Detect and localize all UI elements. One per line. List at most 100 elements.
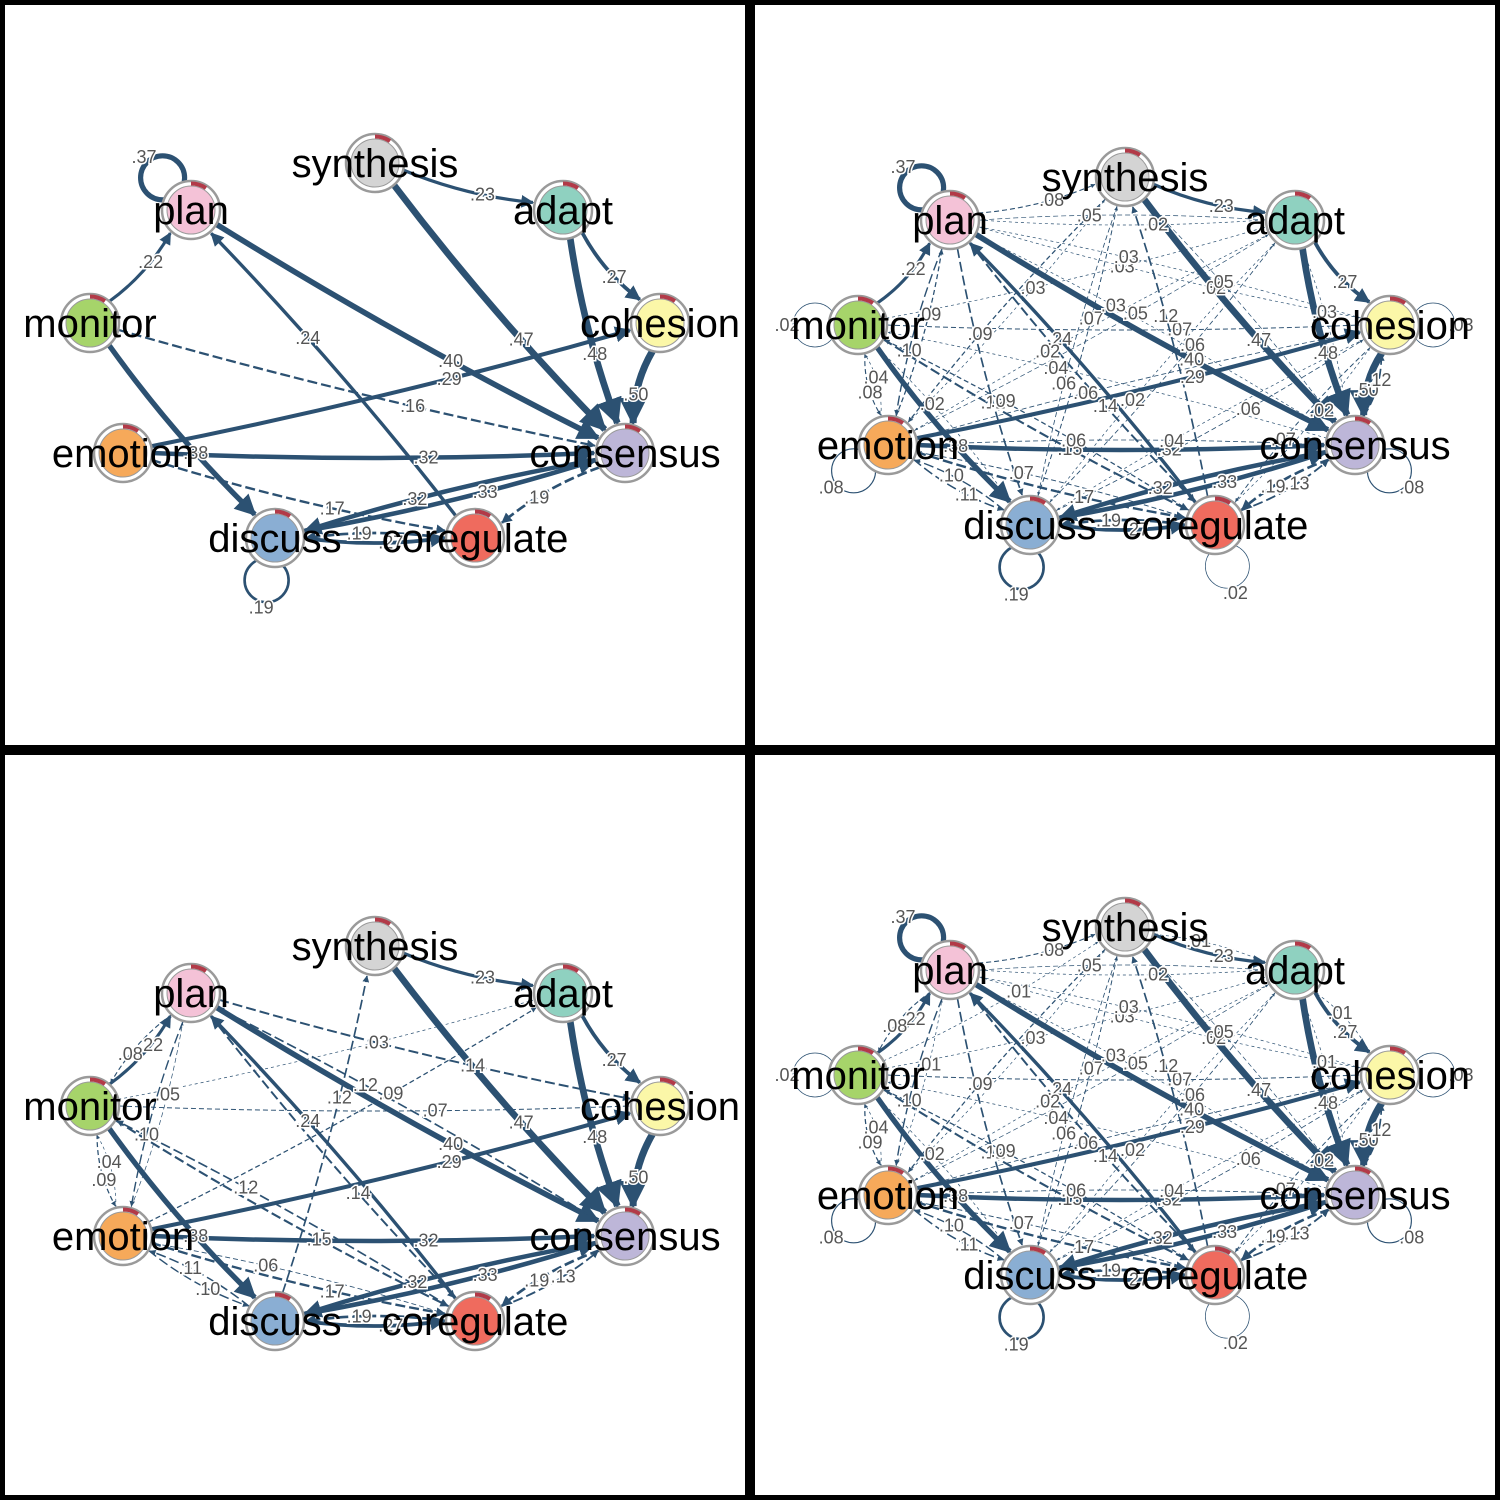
edge-weight-label: .08	[1039, 940, 1064, 960]
edge-weight-label: .22	[901, 1009, 926, 1029]
edge-weight-label: .04	[1043, 1108, 1068, 1128]
edge-plan-to-monitor	[110, 1014, 173, 1084]
node-monitor: monitor	[23, 1075, 157, 1137]
edge-weight-label: .32	[1148, 1228, 1173, 1248]
node-label-discuss: discuss	[208, 517, 341, 561]
node-cohesion: cohesion	[1310, 1044, 1470, 1106]
edge-monitor-to-discuss	[874, 345, 1012, 504]
edge-coregulate-to-discuss	[1059, 518, 1187, 529]
node-label-synthesis: synthesis	[292, 142, 459, 186]
edge-weight-label: .04	[863, 1117, 888, 1137]
edge-weight-label: .15	[1057, 1189, 1082, 1209]
edge-cohesion-to-coregulate	[1235, 1096, 1372, 1253]
edge-emotion-to-cohesion	[150, 1109, 632, 1232]
edge-emotion-to-cohesion	[150, 326, 632, 449]
network-graph: .23.27.48.50.47.40.22.24.33.29.32.32.19.…	[773, 146, 1475, 606]
edge-weight-label: .29	[437, 369, 462, 389]
edge-weight-label: .23	[470, 968, 495, 988]
self-loop-weight-label: .03	[1448, 1065, 1473, 1085]
edge-weight-label: .09	[857, 1133, 882, 1153]
node-plan: plan	[912, 939, 988, 1001]
edge-monitor-to-emotion	[864, 1103, 882, 1166]
edge-weight-label: .47	[509, 1113, 534, 1133]
edge-consensus-to-coregulate	[1241, 458, 1331, 511]
edge-weight-label: .27	[1124, 520, 1149, 540]
edge-weight-label: .40	[1179, 1100, 1204, 1120]
edge-coregulate-to-synthesis	[1131, 206, 1209, 498]
node-label-monitor: monitor	[23, 302, 156, 346]
edge-weight-label: .02	[1143, 965, 1168, 985]
edge-weight-label: .04	[1159, 431, 1184, 451]
node-label-adapt: adapt	[513, 189, 613, 233]
edge-cohesion-to-emotion	[917, 331, 1362, 439]
node-monitor: monitor	[791, 1044, 925, 1106]
edge-coregulate-to-plan	[210, 232, 458, 518]
node-label-discuss: discuss	[963, 1254, 1096, 1298]
edge-discuss-to-cohesion	[1055, 339, 1364, 512]
edge-coregulate-to-plan	[210, 1015, 458, 1301]
node-label-coregulate: coregulate	[382, 517, 569, 561]
edge-discuss-to-consensus	[302, 456, 597, 534]
edge-adapt-to-consensus	[1299, 247, 1351, 418]
edge-emotion-to-discuss	[147, 1249, 249, 1307]
edge-weight-label: .32	[413, 448, 438, 468]
edge-monitor-to-synthesis	[883, 941, 1099, 1062]
edge-weight-label: .09	[991, 1141, 1016, 1161]
edge-plan-to-consensus	[214, 1004, 601, 1224]
edge-consensus-to-coregulate	[1241, 1208, 1331, 1261]
network-panel-top-right: .23.27.48.50.47.40.22.24.33.29.32.32.19.…	[755, 5, 1495, 745]
node-label-consensus: consensus	[529, 1215, 720, 1259]
edge-emotion-to-consensus	[151, 444, 596, 463]
edge-weight-label: .19	[524, 1271, 549, 1291]
edge-weight-label: .24	[1047, 329, 1072, 349]
network-panel-top-left: .23.27.48.50.47.40.22.24.33.29.16.32.32.…	[5, 5, 745, 745]
edge-weight-label: .02	[920, 1144, 945, 1164]
edge-weight-label: .02	[1143, 215, 1168, 235]
edge-weight-label: .29	[437, 1152, 462, 1172]
edge-weight-label: .06	[1061, 1180, 1086, 1200]
edge-coregulate-to-plan	[969, 242, 1198, 505]
edge-coregulate-to-emotion	[917, 451, 1187, 519]
node-label-plan: plan	[912, 949, 988, 993]
edge-plan-to-synthesis	[978, 933, 1096, 964]
edge-weight-label: .05	[1209, 272, 1234, 292]
edge-weight-label: .07	[1167, 1070, 1192, 1090]
node-label-cohesion: cohesion	[1310, 1054, 1470, 1098]
edge-consensus-to-discuss	[1058, 449, 1328, 522]
edge-weight-label: .38	[943, 436, 968, 456]
self-loop-weight-label: .37	[131, 147, 156, 167]
edge-weight-label: .02	[1309, 1150, 1334, 1170]
edge-weight-label: .48	[582, 1127, 607, 1147]
edge-weight-label: .11	[955, 485, 979, 505]
edge-weight-label: .06	[1073, 383, 1098, 403]
edge-weight-label: .01	[916, 1055, 941, 1075]
edge-weight-label: .48	[582, 344, 607, 364]
edge-adapt-to-consensus	[1299, 997, 1351, 1168]
edge-plan-to-consensus	[973, 231, 1330, 433]
node-monitor: monitor	[791, 294, 925, 356]
edge-monitor-to-consensus	[117, 328, 596, 449]
edge-weight-label: .10	[134, 1125, 159, 1145]
edge-weight-label: .12	[327, 1088, 352, 1108]
edge-emotion-to-monitor	[865, 1104, 882, 1167]
node-label-consensus: consensus	[529, 432, 720, 476]
edge-weight-label: .02	[1201, 278, 1226, 298]
edge-weight-label: .03	[1110, 1006, 1135, 1026]
edge-cohesion-to-discuss	[1056, 1088, 1365, 1261]
edge-weight-label: .01	[1186, 931, 1211, 951]
edge-weight-label: .01	[1328, 1003, 1353, 1023]
edge-plan-to-coregulate	[209, 1014, 456, 1299]
edge-discuss-to-emotion	[914, 459, 1006, 512]
edge-consensus-to-monitor	[887, 331, 1327, 439]
edge-weight-label: .23	[470, 185, 495, 205]
node-monitor: monitor	[23, 292, 157, 354]
edge-weight-label: .32	[1157, 1190, 1182, 1210]
edge-monitor-to-emotion	[96, 1134, 116, 1207]
node-label-consensus: consensus	[1259, 1174, 1450, 1218]
node-emotion: emotion	[52, 422, 194, 484]
edge-consensus-to-discuss	[303, 457, 598, 535]
node-cohesion: cohesion	[1310, 294, 1470, 356]
edge-weight-label: .12	[980, 392, 1005, 412]
edge-plan-to-discuss	[956, 247, 1024, 496]
self-loop-weight-label: .19	[249, 598, 274, 618]
